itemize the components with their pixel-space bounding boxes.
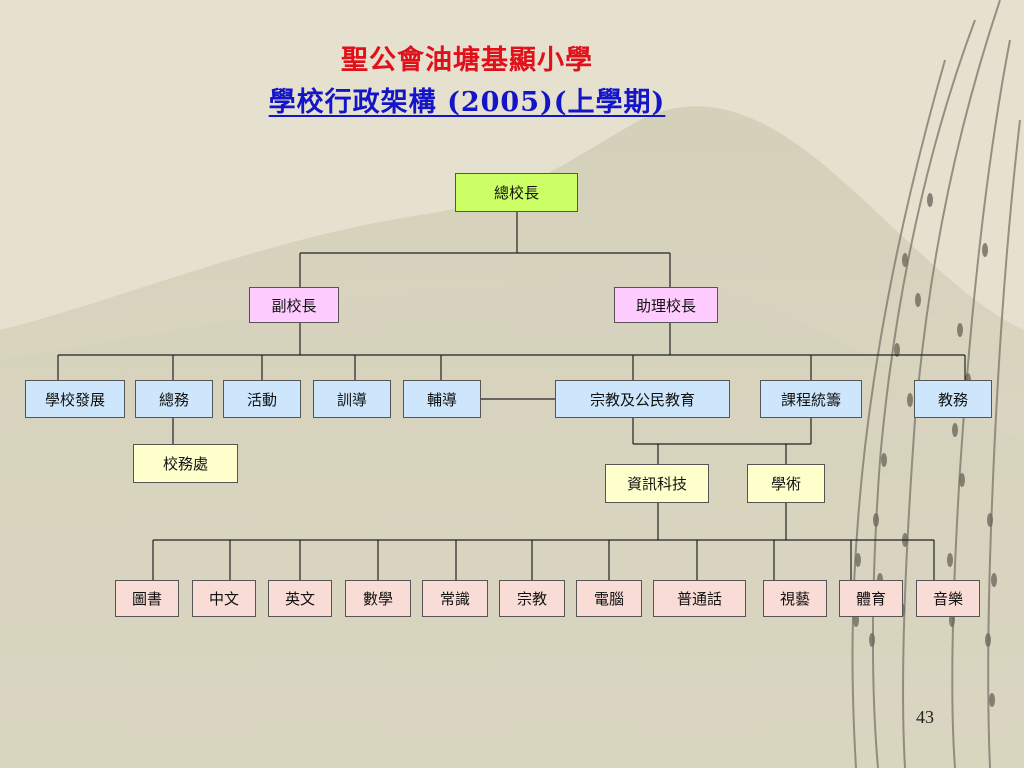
chart-subtitle-text: 學校行政架構 (2005)(上學期): [268, 87, 666, 118]
subject-box: 體育: [839, 580, 903, 617]
chart-subtitle: 學校行政架構 (2005)(上學期): [0, 80, 934, 119]
assistant-principal-box: 助理校長: [614, 287, 718, 323]
subject-box: 數學: [345, 580, 411, 617]
page-number: 43: [916, 707, 934, 727]
deputy-principal-box: 副校長: [249, 287, 339, 323]
subject-box: 中文: [192, 580, 256, 617]
general-office-box: 校務處: [133, 444, 238, 483]
subject-box: 常識: [422, 580, 488, 617]
department-box-activities: 活動: [223, 380, 301, 418]
curriculum-unit-box-academic: 學術: [747, 464, 825, 503]
department-box-academic-affairs: 教務: [914, 380, 992, 418]
school-name-title: 聖公會油塘基顯小學: [341, 45, 593, 76]
subject-box: 圖書: [115, 580, 179, 617]
subject-box: 音樂: [916, 580, 980, 617]
subject-box: 英文: [268, 580, 332, 617]
department-box-discipline: 訓導: [313, 380, 391, 418]
principal-box: 總校長: [455, 173, 578, 212]
department-box-school-development: 學校發展: [25, 380, 125, 418]
department-box-curriculum-coordination: 課程統籌: [760, 380, 862, 418]
department-box-counselling: 輔導: [403, 380, 481, 418]
department-box-general-affairs: 總務: [135, 380, 213, 418]
curriculum-unit-box-it: 資訊科技: [605, 464, 709, 503]
department-box-religious-civic-education: 宗教及公民教育: [555, 380, 730, 418]
willow-branches: [851, 0, 1021, 768]
subject-box: 宗教: [499, 580, 565, 617]
subject-box: 視藝: [763, 580, 827, 617]
subject-box: 電腦: [576, 580, 642, 617]
subject-box: 普通話: [653, 580, 746, 617]
